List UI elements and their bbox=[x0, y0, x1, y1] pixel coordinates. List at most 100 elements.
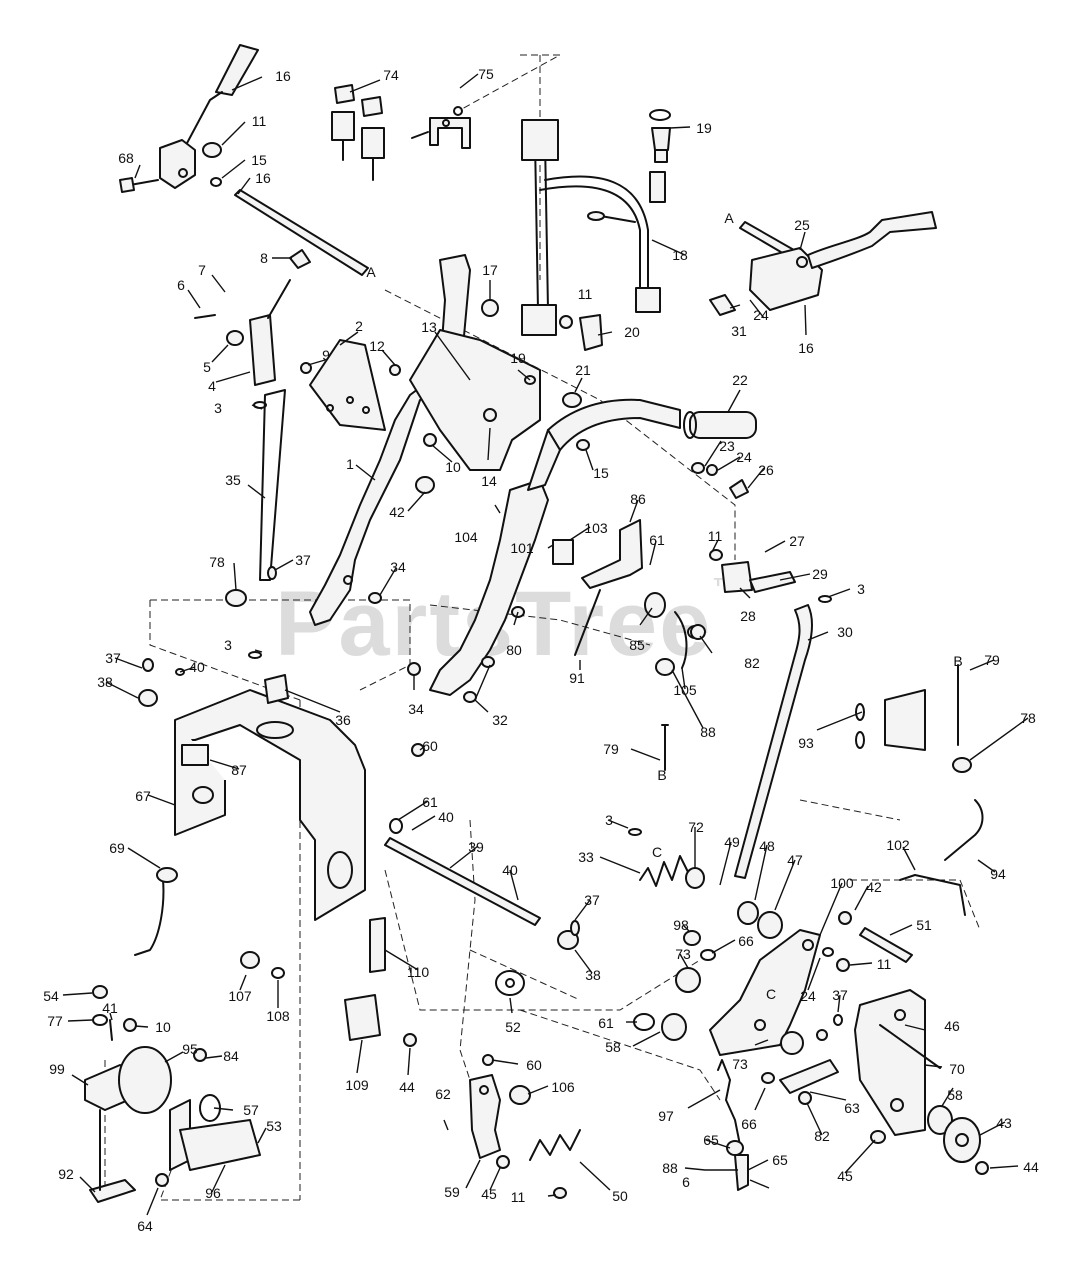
callout-51: 51 bbox=[916, 917, 932, 933]
callout-4: 4 bbox=[208, 378, 216, 394]
callout-59: 59 bbox=[444, 1184, 460, 1200]
callout-11: 11 bbox=[876, 956, 892, 972]
lever-assembly-16-right bbox=[709, 211, 937, 316]
brackets-109-110 bbox=[344, 917, 386, 1041]
callout-30: 30 bbox=[837, 624, 853, 640]
callout-82: 82 bbox=[744, 655, 760, 671]
callout-92: 92 bbox=[58, 1166, 74, 1182]
callout-61: 61 bbox=[649, 532, 665, 548]
plate-46 bbox=[854, 989, 941, 1136]
callout-77: 77 bbox=[47, 1013, 63, 1029]
callout-73: 73 bbox=[732, 1056, 748, 1072]
callout-84: 84 bbox=[223, 1048, 239, 1064]
callout-85: 85 bbox=[629, 637, 645, 653]
callout-40: 40 bbox=[438, 809, 454, 825]
callout-87: 87 bbox=[231, 762, 247, 778]
ref-letter-b-top: B bbox=[953, 653, 963, 669]
callout-88: 88 bbox=[700, 724, 716, 740]
callout-105: 105 bbox=[673, 682, 697, 698]
callout-104: 104 bbox=[454, 529, 478, 545]
block-99-and-disc-95 bbox=[84, 1046, 261, 1203]
callout-95: 95 bbox=[182, 1041, 198, 1057]
wire-harness-18 bbox=[521, 119, 666, 336]
callout-68: 68 bbox=[118, 150, 134, 166]
callout-102: 102 bbox=[886, 837, 910, 853]
bracket-71 bbox=[411, 106, 471, 149]
callout-31: 31 bbox=[731, 323, 747, 339]
callout-44: 44 bbox=[1023, 1159, 1039, 1175]
callout-15: 15 bbox=[251, 152, 267, 168]
callout-29: 29 bbox=[812, 566, 828, 582]
lever-plate-100 bbox=[661, 929, 821, 1056]
callout-94: 94 bbox=[990, 866, 1006, 882]
cable-69 bbox=[134, 867, 178, 956]
callout-1: 1 bbox=[346, 456, 354, 472]
callout-57: 57 bbox=[243, 1102, 259, 1118]
callout-19: 19 bbox=[510, 350, 526, 366]
callout-21: 21 bbox=[575, 362, 591, 378]
callout-32: 32 bbox=[492, 712, 508, 728]
callout-93: 93 bbox=[798, 735, 814, 751]
callout-10: 10 bbox=[445, 459, 461, 475]
callout-99: 99 bbox=[49, 1061, 65, 1077]
callout-65: 65 bbox=[703, 1132, 719, 1148]
callout-78: 78 bbox=[1020, 710, 1036, 726]
callout-22: 22 bbox=[732, 372, 748, 388]
callout-79: 79 bbox=[603, 741, 619, 757]
callout-64: 64 bbox=[137, 1218, 153, 1234]
callout-28: 28 bbox=[740, 608, 756, 624]
callout-88: 88 bbox=[662, 1160, 678, 1176]
callout-16: 16 bbox=[255, 170, 271, 186]
callout-40: 40 bbox=[502, 862, 518, 878]
callout-96: 96 bbox=[205, 1185, 221, 1201]
callout-52: 52 bbox=[505, 1019, 521, 1035]
callout-3: 3 bbox=[214, 400, 222, 416]
bracket-2 bbox=[309, 339, 386, 431]
callout-5: 5 bbox=[203, 359, 211, 375]
callout-7: 7 bbox=[198, 262, 206, 278]
callout-72: 72 bbox=[688, 819, 704, 835]
callout-37: 37 bbox=[584, 892, 600, 908]
callout-44: 44 bbox=[399, 1079, 415, 1095]
callout-11: 11 bbox=[577, 286, 593, 302]
callout-45: 45 bbox=[481, 1186, 497, 1202]
callout-91: 91 bbox=[569, 670, 585, 686]
callout-58: 58 bbox=[947, 1087, 963, 1103]
callout-50: 50 bbox=[612, 1188, 628, 1204]
callout-13: 13 bbox=[421, 319, 437, 335]
callout-109: 109 bbox=[345, 1077, 369, 1093]
callout-61: 61 bbox=[422, 794, 438, 810]
callout-37: 37 bbox=[832, 987, 848, 1003]
callout-16: 16 bbox=[798, 340, 814, 356]
ref-letter-c-right: C bbox=[765, 986, 777, 1002]
leader-lines bbox=[62, 73, 1029, 1216]
callout-65: 65 bbox=[772, 1152, 788, 1168]
callout-47: 47 bbox=[787, 852, 803, 868]
callout-10: 10 bbox=[155, 1019, 171, 1035]
callout-41: 41 bbox=[102, 1000, 118, 1016]
callout-38: 38 bbox=[97, 674, 113, 690]
callout-79: 79 bbox=[984, 652, 1000, 668]
callout-36: 36 bbox=[335, 712, 351, 728]
callout-108: 108 bbox=[266, 1008, 290, 1024]
callout-18: 18 bbox=[672, 247, 688, 263]
callout-33: 33 bbox=[578, 849, 594, 865]
shaft-102 bbox=[859, 874, 966, 963]
callout-12: 12 bbox=[369, 338, 385, 354]
callout-60: 60 bbox=[422, 738, 438, 754]
callout-9: 9 bbox=[322, 347, 330, 363]
callout-14: 14 bbox=[481, 473, 497, 489]
callout-67: 67 bbox=[135, 788, 151, 804]
callout-49: 49 bbox=[724, 834, 740, 850]
callout-37: 37 bbox=[105, 650, 121, 666]
callout-48: 48 bbox=[759, 838, 775, 854]
callout-86: 86 bbox=[630, 491, 646, 507]
callout-66: 66 bbox=[738, 933, 754, 949]
callout-15: 15 bbox=[593, 465, 609, 481]
callout-75: 75 bbox=[478, 66, 494, 82]
callout-97: 97 bbox=[658, 1108, 674, 1124]
callout-46: 46 bbox=[944, 1018, 960, 1034]
callout-11: 11 bbox=[510, 1189, 526, 1205]
